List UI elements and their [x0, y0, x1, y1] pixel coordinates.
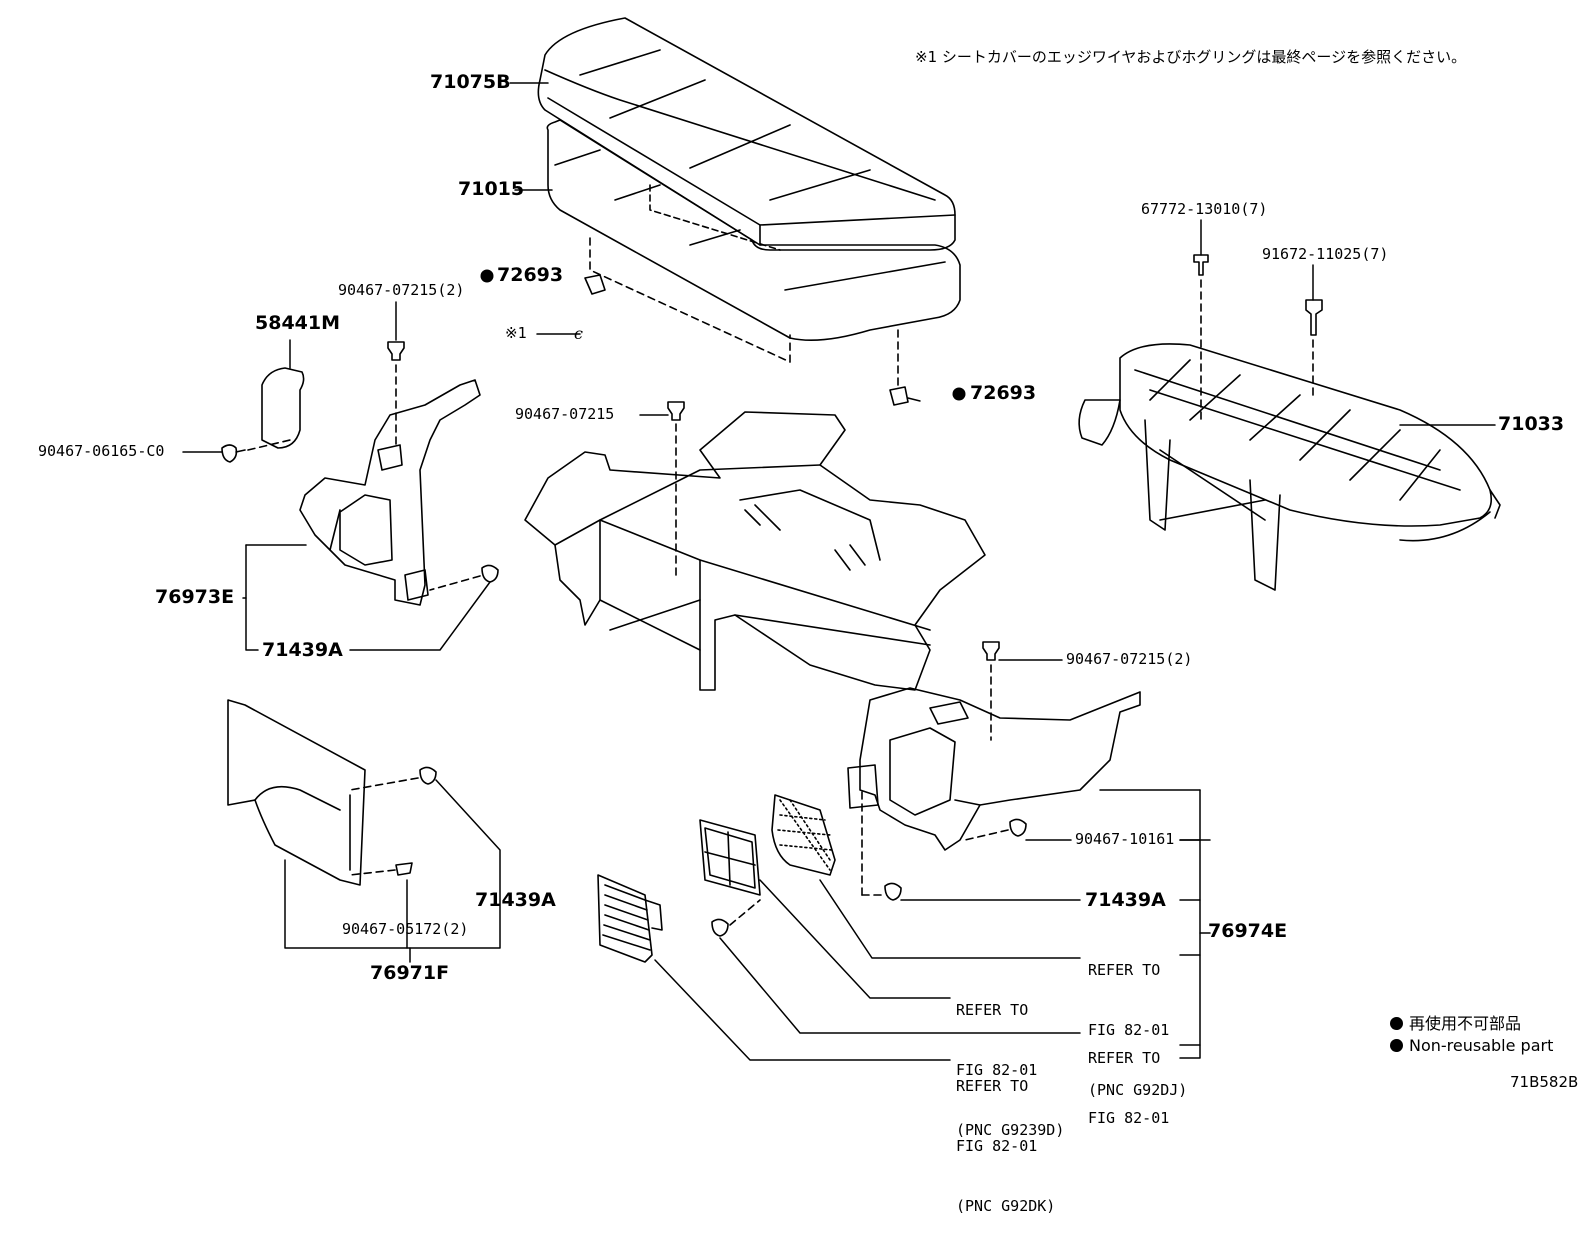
- refer-plain: REFER TO FIG 82-01: [1088, 1008, 1169, 1148]
- refer-g92dj-line3: (PNC G92DJ): [1088, 1081, 1188, 1099]
- refer-g92dj-line2: FIG 82-01: [1088, 1021, 1170, 1039]
- clip-90467-10161-drawing: [1009, 818, 1027, 837]
- label-90467-07215-2a: 90467-07215(2): [338, 281, 465, 299]
- grille-g92dk-drawing: [597, 874, 663, 963]
- clip-71439A-a-drawing: [481, 564, 499, 583]
- refer-g9239d-line2: FIG 82-01: [956, 1061, 1038, 1079]
- left-side-trim-drawing: [299, 379, 481, 606]
- clip-71439A-c-drawing: [419, 766, 437, 785]
- refer-g92dk: REFER TO FIG 82-01 (PNC G92DK): [956, 1036, 1055, 1236]
- rear-floor-tub-drawing: [524, 411, 986, 691]
- label-91672-11025: 91672-11025(7): [1262, 245, 1389, 263]
- refer-g92dk-line2: FIG 82-01: [956, 1137, 1038, 1155]
- hog-ring-symbol: c: [574, 324, 583, 343]
- right-side-trim-drawing: [847, 687, 1141, 851]
- note-text: ※1 シートカバーのエッジワイヤおよびホグリングは最終ページを参照ください。: [915, 48, 1467, 66]
- label-71439A-c: 71439A: [475, 889, 556, 911]
- label-72693-a: 72693: [497, 264, 564, 286]
- refer-g9239d-line1: REFER TO: [956, 1001, 1029, 1019]
- grille-g9239d-drawing: [699, 819, 761, 896]
- label-90467-05172: 90467-05172(2): [342, 920, 469, 938]
- cover-58441M-drawing: [261, 367, 305, 449]
- label-90467-07215-2b: 90467-07215(2): [1066, 650, 1193, 668]
- clip-90467-07215-2a-drawing: [387, 341, 405, 361]
- label-71033: 71033: [1498, 413, 1565, 435]
- label-72693-b: 72693: [970, 382, 1037, 404]
- label-67772-13010: 67772-13010(7): [1141, 200, 1268, 218]
- grille-g92dj-drawing: [771, 794, 836, 876]
- legend-en-text: Non-reusable part: [1409, 1036, 1554, 1055]
- label-58441M: 58441M: [255, 312, 341, 334]
- legend-dot-icon: [1390, 1017, 1403, 1030]
- label-76973E: 76973E: [155, 586, 235, 608]
- refer-g92dk-line3: (PNC G92DK): [956, 1197, 1056, 1215]
- seat-cushion-cover-drawing: [537, 17, 956, 251]
- bolt-67772-drawing: [1193, 254, 1209, 276]
- label-71439A-b: 71439A: [1085, 889, 1166, 911]
- bolt-91672-drawing: [1305, 299, 1323, 336]
- non-reusable-dot-b: [952, 387, 966, 401]
- label-90467-10161: 90467-10161: [1075, 830, 1175, 848]
- label-90467-06165-C0: 90467-06165-C0: [38, 442, 165, 460]
- refer-g92dj: REFER TO FIG 82-01 (PNC G92DJ): [1088, 920, 1187, 1120]
- lower-left-panel-drawing: [227, 699, 366, 886]
- label-76974E: 76974E: [1208, 920, 1288, 942]
- label-71015: 71015: [458, 178, 525, 200]
- label-76971F: 76971F: [370, 962, 450, 984]
- label-71439A-a: 71439A: [262, 639, 343, 661]
- legend-jp: 再使用不可部品: [1390, 1010, 1521, 1034]
- clip-90467-07215-drawing: [667, 401, 685, 421]
- refer-plain-line2: FIG 82-01: [1088, 1109, 1170, 1127]
- clip-72693-b-drawing: [889, 386, 909, 406]
- clip-72693-a-drawing: [584, 274, 606, 295]
- refer-g92dk-line1: REFER TO: [956, 1077, 1029, 1095]
- seat-cushion-pad-drawing: [546, 119, 961, 342]
- leader-lines: [182, 82, 1496, 1061]
- clip-90467-07215-2b-drawing: [982, 641, 1000, 661]
- clip-grille-drawing: [711, 918, 729, 937]
- label-90467-07215: 90467-07215: [515, 405, 615, 423]
- clip-71439A-b-drawing: [884, 882, 902, 901]
- seat-cushion-frame-drawing: [1078, 343, 1501, 591]
- legend-jp-text: 再使用不可部品: [1409, 1014, 1522, 1033]
- parts-diagram: c: [182, 17, 1501, 1061]
- label-ref1: ※1: [505, 324, 527, 342]
- figure-id: 71B582B: [1510, 1073, 1579, 1091]
- label-71075B: 71075B: [430, 71, 511, 93]
- refer-plain-line1: REFER TO: [1088, 1049, 1161, 1067]
- refer-g92dj-line1: REFER TO: [1088, 961, 1161, 979]
- clip-90467-05172-drawing: [395, 862, 413, 876]
- clip-90467-06165-drawing: [221, 444, 246, 463]
- non-reusable-dot-a: [480, 269, 494, 283]
- legend-en: Non-reusable part: [1390, 1036, 1553, 1055]
- legend-dot-icon: [1390, 1039, 1403, 1052]
